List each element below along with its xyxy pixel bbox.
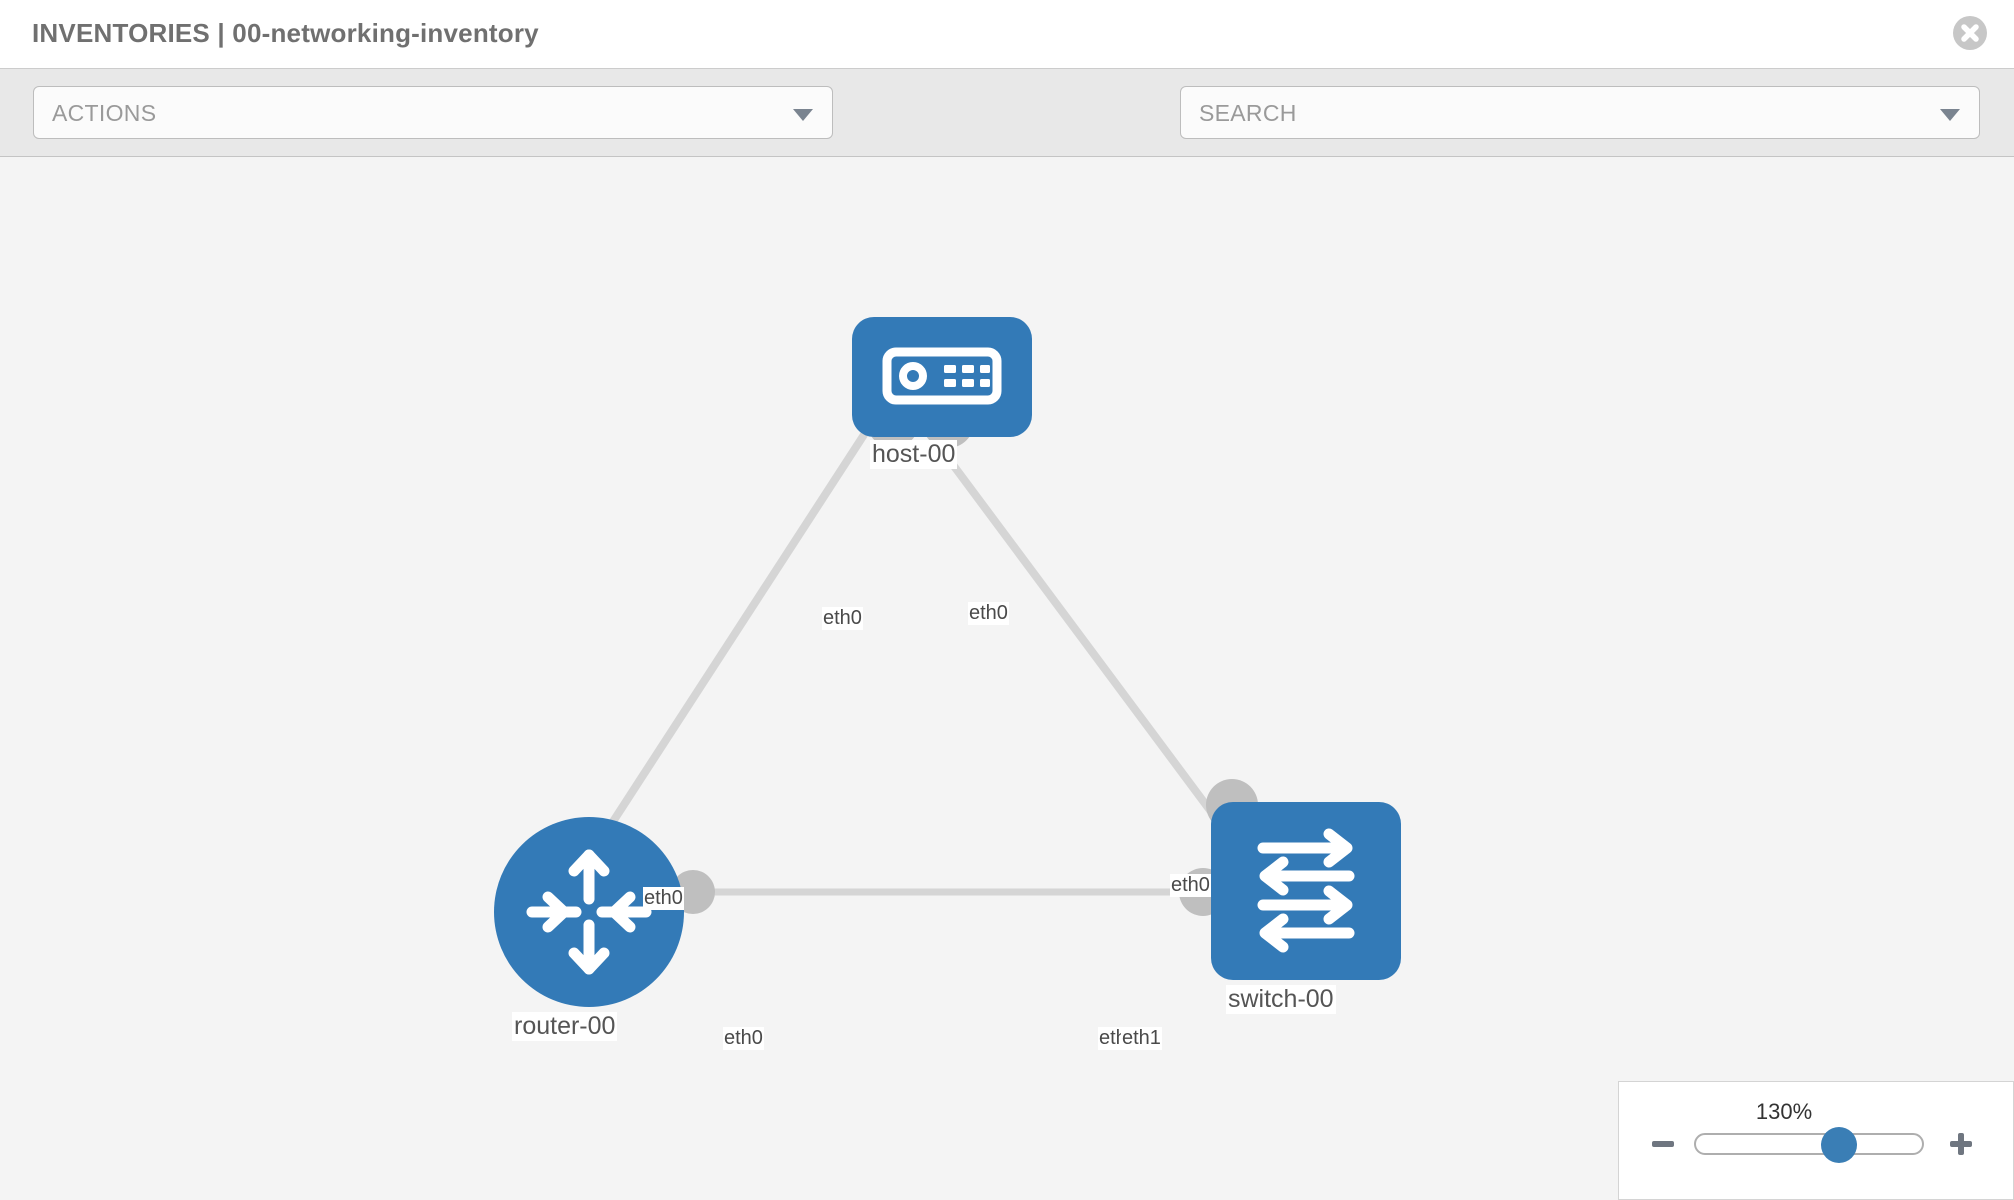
zoom-slider-handle[interactable] (1820, 1127, 1857, 1163)
node-switch-00-shape (1211, 802, 1401, 980)
topology-graph (586, 396, 1258, 916)
chevron-down-icon (1940, 109, 1960, 121)
router-icon (526, 849, 652, 975)
node-host-00-label: host-00 (870, 440, 958, 469)
minus-icon (1652, 1141, 1674, 1147)
actions-dropdown[interactable]: ACTIONS (33, 86, 833, 139)
link-host00-switch00 (906, 404, 1219, 820)
actions-dropdown-label: ACTIONS (52, 100, 157, 126)
server-icon (882, 347, 1002, 405)
node-host-00[interactable]: host-00 (822, 317, 1062, 469)
link-host00-router00 (586, 404, 886, 860)
node-router-00-label: router-00 (512, 1012, 618, 1041)
iface-label-router00-up: eth0 (643, 887, 684, 910)
topology-links (586, 404, 1219, 896)
zoom-in-button[interactable] (1947, 1130, 1975, 1158)
page-header: INVENTORIES | 00-networking-inventory (0, 0, 2014, 69)
iface-label-host00-right: eth0 (968, 602, 1009, 625)
node-router-00[interactable]: router-00 (494, 817, 684, 1041)
node-router-00-shape (494, 817, 684, 1007)
chevron-down-icon (793, 109, 813, 121)
plus-icon (1950, 1133, 1972, 1155)
iface-label-router00-right: eth0 (723, 1027, 764, 1050)
switch-icon (1257, 828, 1355, 953)
zoom-percent-label: 130% (1755, 1099, 1813, 1124)
page-title: INVENTORIES | 00-networking-inventory (32, 18, 539, 48)
iface-label-switch00-left-eth1: eth1 (1121, 1027, 1162, 1050)
close-button[interactable] (1953, 16, 1987, 50)
node-host-00-shape (852, 317, 1032, 437)
node-switch-00-label: switch-00 (1226, 985, 1336, 1014)
zoom-out-button[interactable] (1649, 1130, 1677, 1158)
close-icon (1961, 24, 1979, 42)
search-input[interactable]: SEARCH (1180, 86, 1980, 139)
iface-label-switch00-up: eth0 (1170, 874, 1211, 897)
iface-label-host00-left: eth0 (822, 607, 863, 630)
toolbar: ACTIONS SEARCH (0, 69, 2014, 197)
topology-canvas[interactable]: host-00 router-00 switch-00 eth0 (0, 157, 2014, 1200)
search-placeholder: SEARCH (1199, 100, 1297, 126)
node-switch-00[interactable]: switch-00 (1211, 802, 1401, 1014)
zoom-slider[interactable] (1694, 1127, 1924, 1163)
zoom-control-panel: 130% (1618, 1081, 2014, 1200)
